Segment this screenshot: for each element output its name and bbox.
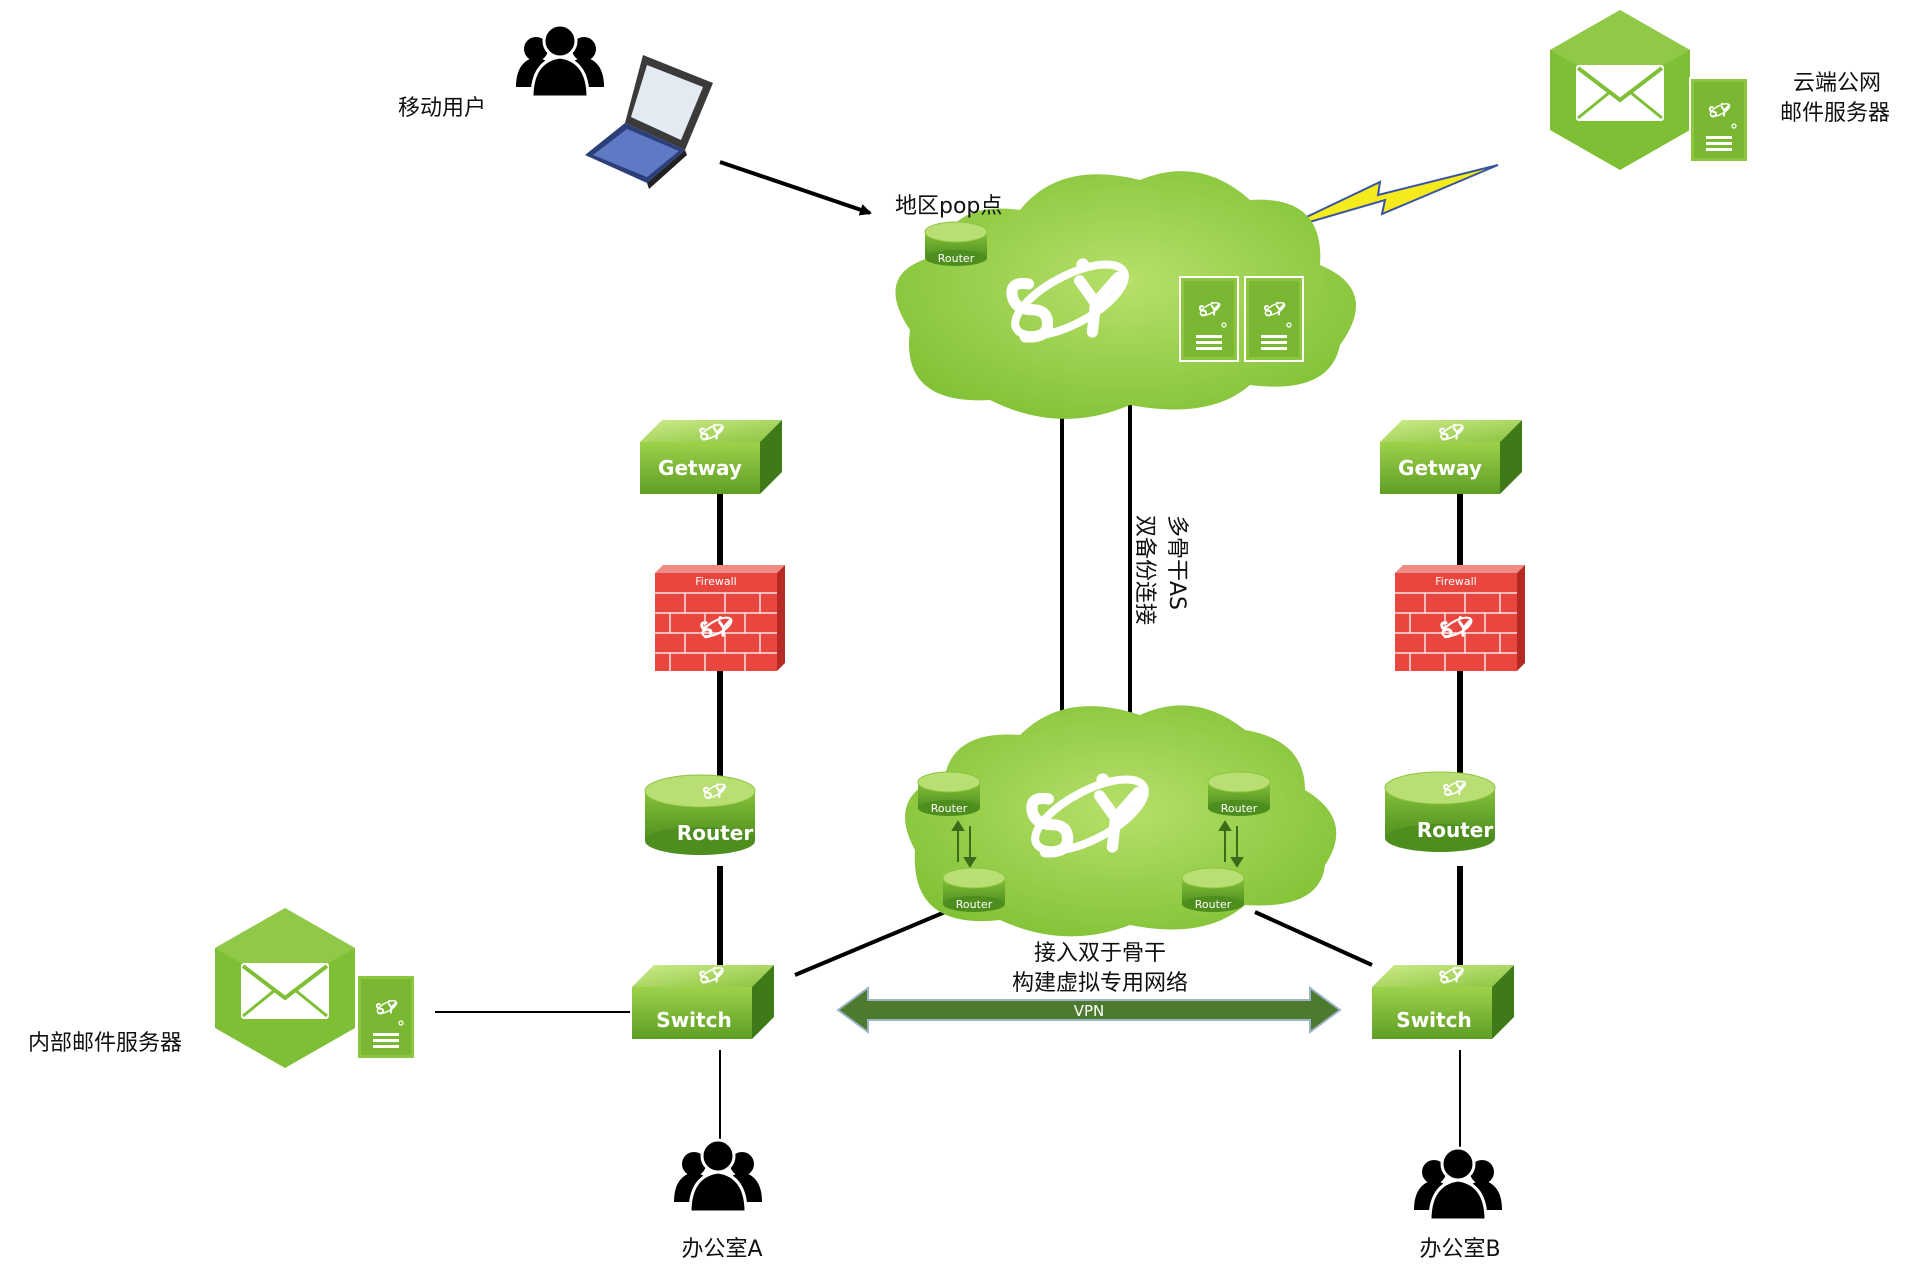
mobile-user-label: 移动用户 — [398, 96, 486, 121]
office-b: 办公室B — [1412, 1146, 1504, 1262]
switch-a: Switch — [632, 963, 774, 1039]
cloud-mail-server: 云端公网 邮件服务器 — [1548, 8, 1890, 172]
backbone-router-1-label: Router — [931, 802, 968, 815]
laptop-icon — [585, 55, 713, 189]
pop-label: 地区pop点 — [895, 194, 1002, 219]
pop-server-2 — [1244, 276, 1304, 362]
mobile-user: 移动用户 — [398, 23, 713, 189]
cloud-mail-server-tower — [1689, 77, 1749, 163]
backbone-label-line1: 多骨干AS — [1164, 515, 1189, 610]
internal-mail-server-tower — [356, 974, 416, 1060]
connection-lines — [435, 160, 1463, 1150]
firewall-a-label: Firewall — [695, 575, 736, 588]
pop-server-1 — [1179, 276, 1239, 362]
router-b-label: Router — [1417, 818, 1494, 842]
vpn-label: VPN — [1074, 1002, 1105, 1020]
gateway-a-label: Getway — [658, 456, 742, 480]
backbone-router-2-label: Router — [1221, 802, 1258, 815]
pop-router: Router — [924, 221, 988, 267]
office-b-users-icon — [1412, 1146, 1504, 1222]
gateway-a: Getway — [640, 420, 782, 494]
cloud-mail-label-line2: 邮件服务器 — [1780, 101, 1890, 126]
internal-mail-label: 内部邮件服务器 — [28, 1031, 182, 1056]
access-label-line1: 接入双于骨干 — [1034, 941, 1166, 966]
switch-b: Switch — [1372, 963, 1514, 1039]
gateway-b: Getway — [1380, 420, 1522, 494]
mobile-users-icon — [514, 23, 606, 99]
office-a-users-icon — [672, 1138, 764, 1214]
backbone-to-switch-a — [794, 910, 946, 977]
mail-hex-icon — [1548, 8, 1692, 172]
backbone-router-1: Router — [917, 771, 981, 817]
gateway-b-label: Getway — [1398, 456, 1482, 480]
switch-a-label: Switch — [656, 1008, 731, 1032]
vpn-arrow: VPN — [836, 986, 1342, 1034]
backbone-label: 多骨干AS 双备份连接 — [1132, 515, 1189, 625]
firewall-a: Firewall — [655, 565, 785, 671]
firewall-b-label: Firewall — [1435, 575, 1476, 588]
office-a: 办公室A — [672, 1138, 764, 1262]
mobile-to-pop-arrow — [719, 160, 872, 216]
wireless-lightning-icon — [1274, 164, 1499, 233]
router-a: Router — [644, 774, 756, 856]
firewall-b: Firewall — [1395, 565, 1525, 671]
internal-mail-hex-icon — [213, 906, 357, 1070]
backbone-router-3-label: Router — [956, 898, 993, 911]
backbone-router-4-label: Router — [1195, 898, 1232, 911]
backbone-router-3: Router — [942, 867, 1006, 913]
access-label-line2: 构建虚拟专用网络 — [1012, 971, 1188, 996]
router-b: Router — [1384, 771, 1496, 853]
office-b-label: 办公室B — [1419, 1237, 1500, 1262]
office-a-label: 办公室A — [681, 1237, 762, 1262]
backbone-label-line2: 双备份连接 — [1132, 515, 1157, 625]
pop-cloud: SY Router — [895, 171, 1356, 419]
backbone-to-switch-b — [1254, 910, 1373, 967]
internal-mail-server: 内部邮件服务器 — [28, 906, 416, 1070]
switch-b-label: Switch — [1396, 1008, 1471, 1032]
cloud-mail-label-line1: 云端公网 — [1793, 71, 1881, 96]
pop-router-label: Router — [938, 252, 975, 265]
router-a-label: Router — [677, 821, 754, 845]
backbone-cloud: Router Router Router Router — [905, 705, 1337, 937]
redundancy-arrows — [951, 820, 1244, 868]
backbone-router-2: Router — [1207, 771, 1271, 817]
backbone-router-4: Router — [1181, 867, 1245, 913]
